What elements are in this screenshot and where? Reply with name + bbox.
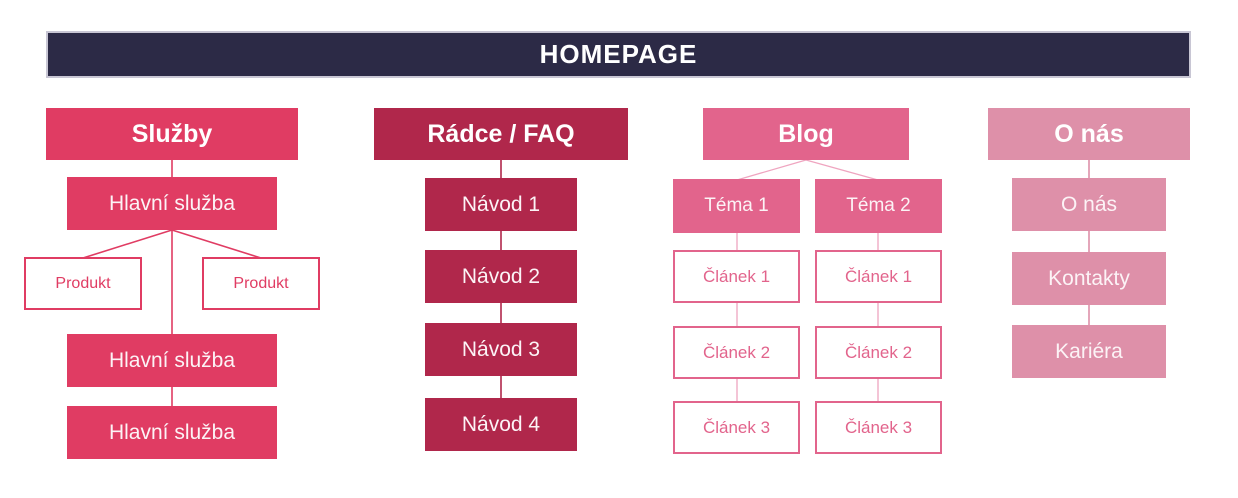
node-navod-2: Návod 2 — [425, 250, 577, 303]
node-navod-1: Návod 1 — [425, 178, 577, 231]
node-tema1-clanek-2: Článek 2 — [673, 326, 800, 379]
node-tema2-clanek-2: Článek 2 — [815, 326, 942, 379]
section-header-blog: Blog — [703, 108, 909, 160]
homepage-banner: HOMEPAGE — [46, 31, 1191, 78]
node-tema1-clanek-1: Článek 1 — [673, 250, 800, 303]
section-header-radce-faq: Rádce / FAQ — [374, 108, 628, 160]
node-tema2-clanek-3: Článek 3 — [815, 401, 942, 454]
node-produkt-1: Produkt — [24, 257, 142, 310]
node-kontakty: Kontakty — [1012, 252, 1166, 305]
node-hlavni-sluzba-1: Hlavní služba — [67, 177, 277, 230]
node-navod-3: Návod 3 — [425, 323, 577, 376]
section-header-sluzby: Služby — [46, 108, 298, 160]
section-header-o-nas: O nás — [988, 108, 1190, 160]
node-hlavni-sluzba-2: Hlavní služba — [67, 334, 277, 387]
node-hlavni-sluzba-3: Hlavní služba — [67, 406, 277, 459]
node-tema2-clanek-1: Článek 1 — [815, 250, 942, 303]
node-tema-2: Téma 2 — [815, 179, 942, 233]
node-tema-1: Téma 1 — [673, 179, 800, 233]
node-navod-4: Návod 4 — [425, 398, 577, 451]
node-o-nas: O nás — [1012, 178, 1166, 231]
node-produkt-2: Produkt — [202, 257, 320, 310]
node-kariera: Kariéra — [1012, 325, 1166, 378]
node-tema1-clanek-3: Článek 3 — [673, 401, 800, 454]
